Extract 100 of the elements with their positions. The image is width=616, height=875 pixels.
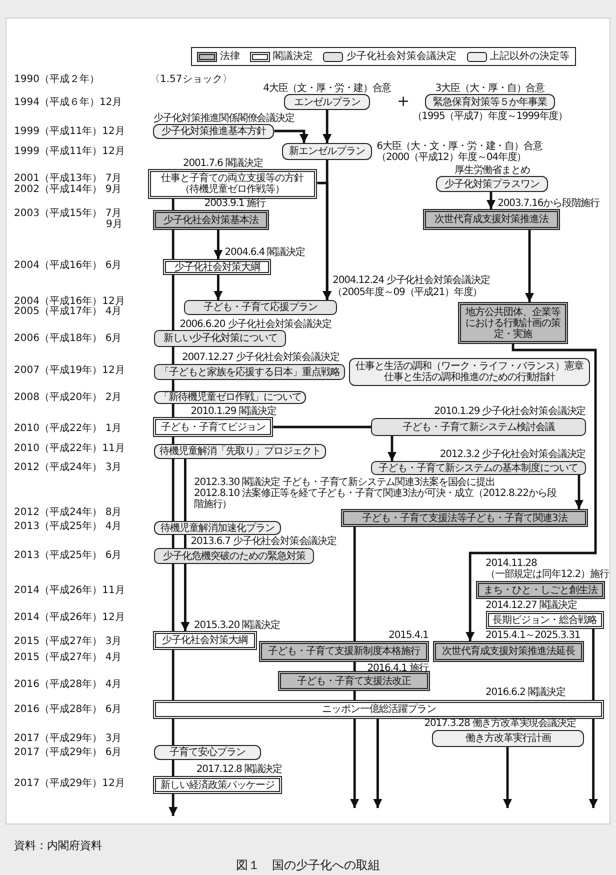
arrow bbox=[322, 110, 332, 143]
arrow bbox=[214, 230, 223, 259]
date-note: 2013.6.7 少子化社会対策会議決定 bbox=[190, 536, 336, 546]
arrow bbox=[574, 475, 584, 509]
date-note: 厚生労働省まとめ bbox=[454, 164, 530, 176]
connector-line bbox=[353, 662, 356, 671]
council-decision-box: 少子化危機突破のための緊急対策 bbox=[154, 548, 314, 564]
decision-box: 働き方改革実行計画 bbox=[432, 730, 584, 747]
date-note: 2001.7.6 閣議決定 bbox=[183, 158, 263, 168]
connector-line bbox=[353, 527, 356, 641]
date-note: 2003.7.16から段階施行 bbox=[498, 198, 600, 208]
date-note: 2015.3.20 閣議決定 bbox=[194, 620, 280, 630]
connector-line bbox=[172, 535, 174, 548]
connector-line bbox=[353, 691, 356, 700]
law-box: 子ども・子育て支援法等子ども・子育て関連3法 bbox=[341, 509, 588, 527]
connector-line bbox=[172, 437, 174, 444]
arrow bbox=[525, 230, 534, 302]
year-label: 1994（平成６年）12月 bbox=[14, 96, 122, 108]
year-label: 2016（平成28年） 4月 bbox=[14, 678, 122, 690]
year-label: 2004（平成16年）12月 bbox=[14, 296, 125, 306]
law-box: 次世代育成支援対策推進法 bbox=[422, 209, 560, 230]
cabinet-decision-box: 子ども・子育てビジョン bbox=[153, 417, 274, 437]
plus-sign: + bbox=[397, 94, 410, 109]
figure-caption: 図１ 国の少子化への取組 bbox=[236, 858, 380, 872]
year-label: 2014（平成26年）11月 bbox=[14, 584, 125, 596]
date-note: 2015.4.1～2025.3.31 bbox=[486, 630, 580, 640]
date-note: 2017.3.28 働き方改革実現会議決定 bbox=[424, 718, 576, 728]
connector-line bbox=[172, 275, 174, 330]
year-label: 2017（平成29年） 6月 bbox=[14, 746, 122, 758]
law-box: 地方公共団体、企業等における行動計画の策定・実施 bbox=[458, 302, 568, 344]
year-label: 9月 bbox=[106, 218, 122, 230]
date-note: 2004.6.4 閣議決定 bbox=[224, 246, 305, 258]
connector-line bbox=[172, 719, 174, 745]
year-label: 1999（平成11年）12月 bbox=[14, 126, 125, 136]
connector-line bbox=[172, 404, 174, 417]
connector-line bbox=[172, 347, 174, 364]
arrow bbox=[588, 719, 598, 808]
arrow bbox=[214, 275, 223, 300]
year-label: 1999（平成11年）12月 bbox=[14, 146, 125, 156]
legend-label: 閣議決定 bbox=[273, 51, 314, 62]
note-text: 〈1.57ショック〉 bbox=[150, 74, 232, 84]
law-box: 少子化社会対策基本法 bbox=[153, 210, 269, 230]
date-note: 4大臣（文・厚・労・建）合意 bbox=[263, 82, 392, 94]
council-decision-box: 子ども・子育て新システム検討会議 bbox=[371, 418, 586, 436]
year-label: 2001（平成13年） 7月 bbox=[14, 172, 122, 184]
date-note: 2012.3.2 少子化社会対策会議決定 bbox=[440, 448, 586, 460]
date-note: 2006.6.20 少子化社会対策会議決定 bbox=[180, 318, 332, 330]
connector-line bbox=[592, 629, 594, 700]
date-note: 2003.9.1 施行 bbox=[204, 198, 266, 208]
source-note: 資料：内閣府資料 bbox=[14, 840, 102, 850]
date-note: 2014.11.28 bbox=[486, 558, 537, 568]
connector-line bbox=[172, 564, 174, 631]
connector-line bbox=[273, 426, 372, 428]
year-label: 2003（平成15年） 7月 bbox=[14, 208, 122, 218]
law-box: まち・ひと・しごと創生法 bbox=[476, 581, 606, 599]
year-label: 2013（平成25年） 4月 bbox=[14, 520, 122, 532]
date-note: （2005年度～09（平成21）年度） bbox=[332, 286, 482, 298]
date-note: （2000（平成12）年度～04年度） bbox=[376, 152, 526, 162]
policy-text: 仕事と生活の調和（ワーク・ライフ・バランス）憲章 bbox=[356, 361, 584, 372]
council-decision-box: 「子どもと家族を応援する日本」重点戦略 bbox=[154, 364, 345, 380]
date-note: 2012.3.30 閣議決定 子ども・子育て新システム関連3法案を国会に提出 bbox=[194, 476, 495, 488]
connector-line bbox=[172, 760, 174, 776]
decision-box bbox=[349, 358, 590, 386]
connector-line bbox=[184, 535, 186, 548]
arrow bbox=[168, 794, 178, 816]
date-note: 2017.12.8 閣議決定 bbox=[196, 764, 282, 774]
council-decision-box: 子ども・子育て応援プラン bbox=[184, 300, 337, 315]
connector-line bbox=[172, 230, 174, 259]
date-note: 2010.1.29 閣議決定 bbox=[190, 406, 276, 416]
year-label: 2006（平成18年） 6月 bbox=[14, 332, 122, 344]
connector-line bbox=[184, 459, 186, 521]
cabinet-decision-box: 長期ビジョン・総合戦略 bbox=[486, 611, 604, 629]
year-label: 2007（平成19年）12月 bbox=[14, 364, 125, 376]
council-decision-box: 新しい少子化対策について bbox=[154, 330, 286, 347]
decision-box: 子育て安心プラン bbox=[154, 745, 262, 760]
date-note: （1995（平成7）年度～1999年度） bbox=[412, 110, 568, 122]
law-box: 次世代育成支援対策推進法延長 bbox=[432, 641, 584, 662]
year-label: 2017（平成29年）12月 bbox=[14, 778, 125, 788]
year-label: 2008（平成20年） 2月 bbox=[14, 392, 122, 402]
decision-box: 少子化対策推進基本方針 bbox=[153, 124, 274, 139]
year-label: 2012（平成24年） 3月 bbox=[14, 462, 122, 472]
year-label: 2014（平成26年）12月 bbox=[14, 612, 125, 622]
cabinet-decision-box: 仕事と子育ての両立支援等の方針（待機児童ゼロ作戦等） bbox=[148, 169, 318, 199]
arrow bbox=[503, 747, 512, 808]
decision-box: エンゼルプラン bbox=[284, 94, 370, 110]
council-decision-box: 子ども・子育て新システムの基本制度について bbox=[371, 461, 586, 475]
cabinet-decision-box: 少子化社会対策大綱 bbox=[163, 259, 271, 275]
arrow bbox=[373, 719, 382, 808]
cabinet-decision-box: ニッポン一億総活躍プラン bbox=[153, 700, 604, 719]
year-label: 2015（平成27年） 3月 bbox=[14, 636, 122, 646]
connector-line bbox=[172, 380, 174, 391]
law-box: 子ども・子育て支援法改正 bbox=[278, 671, 430, 691]
arrow bbox=[350, 719, 360, 808]
policy-text: 仕事と生活の調和推進のための行動指針 bbox=[384, 372, 556, 383]
date-note: 2016.6.2 閣議決定 bbox=[486, 686, 566, 698]
connector-line bbox=[172, 650, 174, 700]
decision-box: 少子化対策プラスワン bbox=[436, 176, 548, 192]
year-label: 2010（平成22年） 1月 bbox=[14, 422, 122, 434]
date-note: 2012.8.10 法案修正等を経て子ども・子育て関連3法が可決・成立（2012.8.22から段階施行） bbox=[194, 488, 558, 510]
date-note: （一部規定は同年12.2）施行 bbox=[486, 568, 609, 580]
